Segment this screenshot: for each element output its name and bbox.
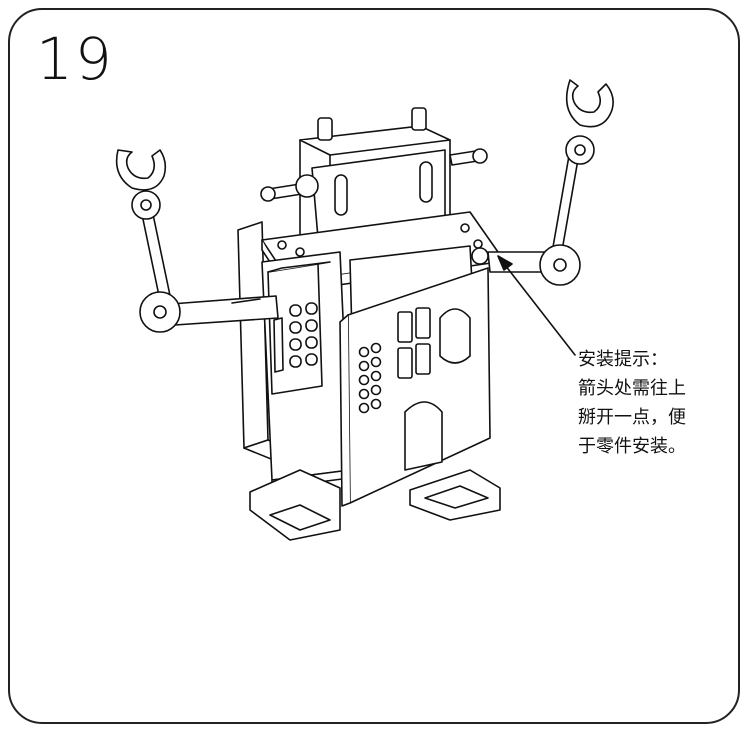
left-arm [115, 149, 279, 333]
note-line-1: 安装提示： [578, 349, 668, 370]
left-foot [249, 469, 341, 541]
installation-note: 安装提示： 箭头处需往上 掰开一点，便 于零件安装。 [578, 345, 738, 461]
front-door-panel [339, 267, 491, 507]
note-line-4: 于零件安装。 [578, 436, 686, 457]
note-line-3: 掰开一点，便 [578, 407, 686, 428]
right-arm [487, 79, 614, 286]
pointer-arrow [497, 255, 576, 356]
head-side-rods [260, 148, 488, 202]
right-foot [409, 469, 501, 521]
note-line-2: 箭头处需往上 [578, 378, 686, 399]
connector-block [267, 261, 331, 395]
step-number: 19 [36, 25, 114, 93]
